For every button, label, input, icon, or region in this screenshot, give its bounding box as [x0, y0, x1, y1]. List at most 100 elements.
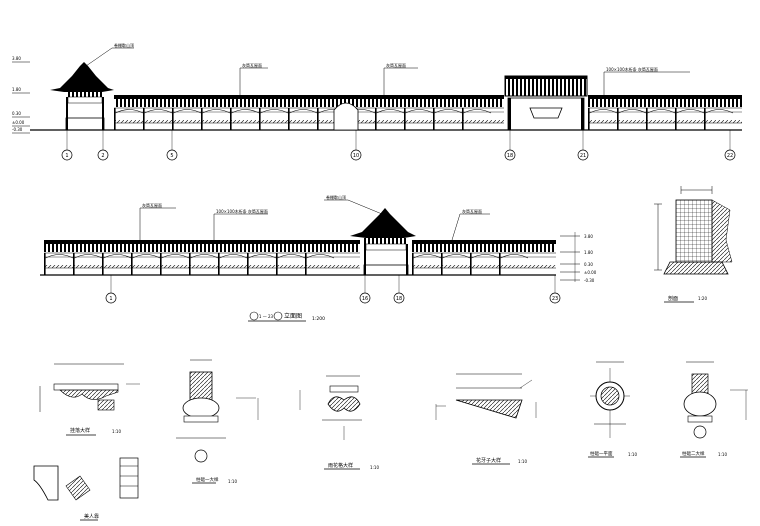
corridor-arch — [647, 109, 676, 114]
detail-scale: 1:10 — [518, 459, 527, 464]
title-range: 1 — 23 — [259, 314, 274, 319]
axis-label: 1 — [109, 296, 112, 302]
corridor-2-bays — [44, 253, 529, 275]
axis-label: 22 — [727, 153, 733, 159]
corridor-column — [201, 108, 203, 130]
corridor-arch — [248, 254, 277, 259]
detail-label: 柱础一平面 — [590, 450, 613, 457]
corridor-1a — [114, 95, 504, 124]
corridor-column — [375, 108, 377, 130]
corridor-column — [646, 108, 648, 130]
corridor-1-bays — [114, 108, 734, 130]
corridor-arch — [74, 254, 103, 259]
level-text: -0.30 — [584, 278, 595, 283]
detail-bench-back: 美人靠 — [33, 457, 139, 521]
axis-bubble — [166, 149, 178, 161]
corridor-column — [276, 253, 278, 275]
callouts-2: 灰筒瓦屋面 100×100木桁条 灰筒瓦屋面 卷棚歇山顶 灰筒瓦屋面 — [139, 194, 490, 241]
moon-gate — [333, 102, 359, 131]
corridor-arch — [132, 254, 161, 259]
detail-label: 柱础二大样 — [682, 450, 705, 457]
corridor-column — [230, 108, 232, 130]
corridor-arch — [500, 254, 529, 259]
callout-text: 灰筒瓦屋面 — [462, 208, 482, 214]
corridor-column — [441, 253, 443, 275]
corridor-arch — [103, 254, 132, 259]
corridor-arch — [45, 254, 74, 259]
level-text: ±0.00 — [584, 270, 597, 275]
callout-text: 灰筒瓦屋面 — [386, 62, 406, 68]
corridor-arch — [231, 109, 260, 114]
section-scale: 1:20 — [698, 296, 707, 301]
corridor-column — [44, 253, 46, 275]
callouts-1: 卷棚歇山顶 灰筒瓦屋面 灰筒瓦屋面 100×100木桁条 灰筒瓦屋面 — [85, 42, 690, 96]
level-markers-1: 3.80 1.80 0.30 ±0.00 -0.30 — [12, 56, 30, 134]
corridor-arch — [173, 109, 202, 114]
axis-bubble — [549, 292, 561, 304]
corridor-column — [305, 253, 307, 275]
corridor-column — [172, 108, 174, 130]
detail-column-plan: 柱础一平面 1:10 — [588, 361, 637, 458]
axis-bubble — [97, 149, 109, 161]
corridor-column — [160, 253, 162, 275]
axis-bubble — [504, 149, 516, 161]
corridor-column — [588, 108, 590, 130]
corridor-column — [433, 108, 435, 130]
corridor-arch — [434, 109, 463, 114]
corridor-arch — [219, 254, 248, 259]
callout-text: 卷棚歇山顶 — [326, 194, 346, 200]
axis-label: 21 — [580, 153, 586, 159]
axis-bubble — [350, 149, 362, 161]
level-text: -0.30 — [12, 127, 23, 132]
detail-scale: 1:10 — [628, 452, 637, 457]
corridor-column — [462, 108, 464, 130]
corridor-arch — [260, 109, 289, 114]
detail-bracket: 花牙子大样 1:10 — [435, 373, 537, 465]
corridor-column — [73, 253, 75, 275]
corridor-column — [288, 108, 290, 130]
detail-scale: 1:10 — [718, 452, 727, 457]
detail-label: 挂落大样 — [70, 427, 90, 434]
callout-text: 100×100木桁条 灰筒瓦屋面 — [606, 66, 658, 72]
detail-scale: 1:10 — [112, 429, 121, 434]
axis-row-1: 1 2 5 10 18 21 22 — [61, 130, 736, 161]
corridor-arch — [190, 254, 219, 259]
corridor-arch — [618, 109, 647, 114]
axis-label: 18 — [507, 153, 513, 159]
corridor-column — [675, 108, 677, 130]
corridor-column — [247, 253, 249, 275]
axis-label: 16 — [362, 296, 368, 302]
level-markers-2: 3.80 1.80 0.30 ±0.00 -0.30 — [560, 232, 597, 283]
corridor-2a — [44, 240, 360, 269]
corridor-column — [404, 108, 406, 130]
section-detail: 剖面 1:20 — [654, 186, 733, 303]
section-label: 剖面 — [668, 295, 678, 302]
corridor-column — [218, 253, 220, 275]
axis-label: 1 — [65, 153, 68, 159]
title-scale: 1:200 — [312, 316, 325, 322]
title-text: 立面图 — [284, 312, 302, 320]
corridor-arch — [405, 109, 434, 114]
detail-column-base-2: 柱础二大样 1:10 — [680, 361, 748, 458]
axis-bubble — [359, 292, 371, 304]
callout-text: 灰筒瓦屋面 — [242, 62, 262, 68]
level-text: 1.80 — [12, 87, 21, 92]
axis-bubble — [61, 149, 73, 161]
corridor-arch — [676, 109, 705, 114]
gatehouse — [504, 75, 588, 131]
pavilion-left — [50, 62, 114, 131]
axis-bubble — [105, 292, 117, 304]
axis-label: 5 — [170, 153, 173, 159]
detail-label: 雨花格大样 — [328, 462, 353, 469]
corridor-column — [499, 253, 501, 275]
corridor-arch — [589, 109, 618, 114]
detail-scale: 1:10 — [370, 465, 379, 470]
detail-label: 花牙子大样 — [476, 457, 501, 464]
corridor-column — [189, 253, 191, 275]
corridor-arch — [471, 254, 500, 259]
axis-label: 23 — [552, 296, 558, 302]
level-text: 0.30 — [584, 262, 593, 267]
corridor-arch — [277, 254, 306, 259]
elevation-1: 3.80 1.80 0.30 ±0.00 -0.30 — [12, 42, 742, 161]
